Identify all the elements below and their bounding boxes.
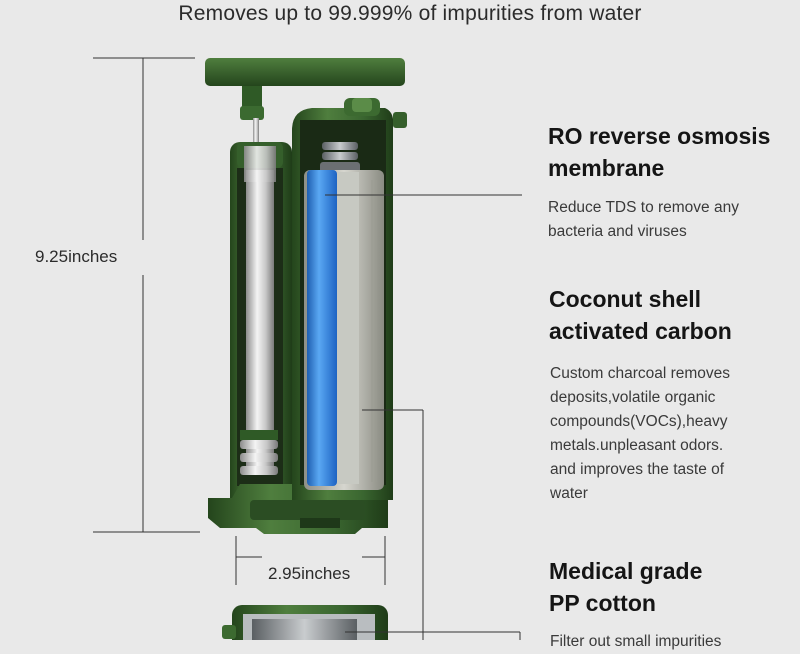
- feature-pp-title: Medical grade PP cotton: [549, 555, 702, 619]
- feature-carbon-desc-line: metals.unpleasant odors.: [550, 437, 724, 454]
- width-dimension-label: 2.95inches: [268, 564, 351, 583]
- feature-carbon-desc-line: water: [550, 485, 588, 502]
- water-filter-pump-illustration: [93, 57, 522, 640]
- piston-rings: [240, 440, 278, 475]
- pump-cylinder: [230, 142, 292, 512]
- pp-cotton-cartridge: [222, 605, 388, 640]
- height-dimension-line: [93, 57, 200, 533]
- feature-pp-title-line2: PP cotton: [549, 590, 656, 616]
- leader-lines: [325, 194, 522, 640]
- feature-ro-title-line2: membrane: [548, 155, 665, 181]
- feature-carbon-title-line1: Coconut shell: [549, 286, 702, 312]
- feature-ro-desc-line: Reduce TDS to remove any: [548, 199, 739, 216]
- ro-membrane: [307, 170, 337, 486]
- carbon-filter-grooves: [371, 180, 377, 482]
- feature-pp-description: Filter out small impurities: [550, 630, 721, 654]
- feature-carbon-desc-line: deposits,volatile organic: [550, 389, 716, 406]
- feature-pp-title-line1: Medical grade: [549, 558, 703, 584]
- feature-carbon-title-line2: activated carbon: [549, 318, 732, 344]
- feature-carbon-description: Custom charcoal removes deposits,volatil…: [550, 362, 730, 506]
- feature-ro-title: RO reverse osmosis membrane: [548, 120, 770, 184]
- feature-pp-desc-line: Filter out small impurities: [550, 633, 722, 650]
- feature-ro-description: Reduce TDS to remove any bacteria and vi…: [548, 196, 739, 244]
- width-dimension-line: [235, 536, 386, 585]
- feature-carbon-title: Coconut shell activated carbon: [549, 283, 732, 347]
- height-dimension-label: 9.25inches: [35, 247, 118, 266]
- headline: Removes up to 99.999% of impurities from…: [178, 2, 642, 25]
- feature-carbon-desc-line: and improves the taste of: [550, 461, 725, 478]
- t-handle: [205, 58, 405, 144]
- feature-carbon-desc-line: compounds(VOCs),heavy: [550, 413, 728, 430]
- membrane-sleeve: [337, 172, 359, 484]
- feature-carbon-desc-line: Custom charcoal removes: [550, 365, 731, 382]
- membrane-cap: [320, 142, 360, 174]
- feature-ro-desc-line: bacteria and viruses: [548, 223, 687, 240]
- feature-ro-title-line1: RO reverse osmosis: [548, 123, 771, 149]
